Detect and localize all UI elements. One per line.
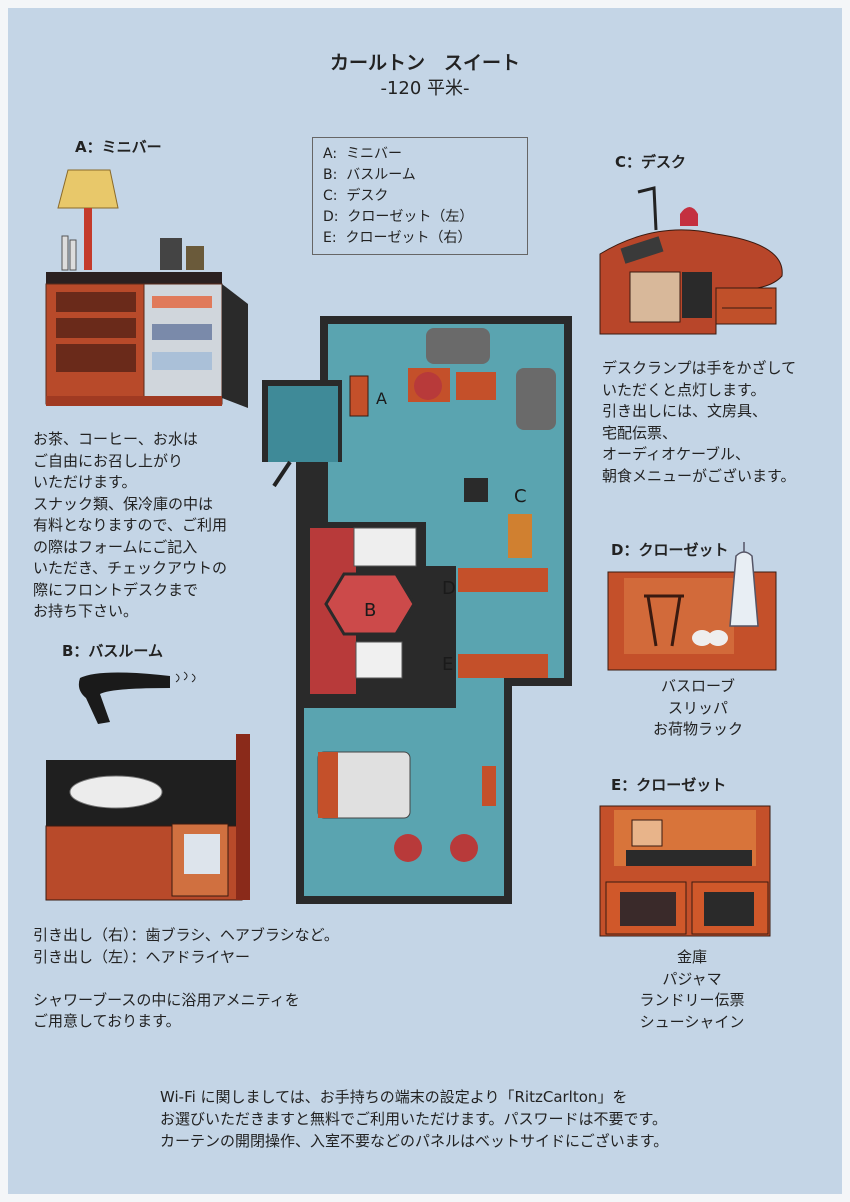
closet-right-heading: E：クローゼット <box>611 776 727 794</box>
legend-item-d: D: クローゼット（左） <box>323 209 474 225</box>
desk-line: 朝食メニューがございます。 <box>602 466 796 485</box>
footer-line: お選びいただきますと無料でご利用いただけます。パスワードは不要です。 <box>160 1110 668 1128</box>
desk-heading: C：デスク <box>615 153 687 171</box>
minibar-line: 有料となりますので、ご利用 <box>33 516 227 534</box>
closet-right-line: シューシャイン <box>639 1012 745 1031</box>
closet-left-line: バスローブ <box>660 677 736 695</box>
page-subtitle-area: -120 平米- <box>380 78 470 99</box>
minibar-line: いただけます。 <box>33 473 137 491</box>
page-title: カールトン スイート <box>329 52 520 74</box>
footer-line: カーテンの開閉操作、入室不要などのパネルはベットサイドにございます。 <box>160 1132 669 1150</box>
legend-item-b: B: バスルーム <box>323 167 416 183</box>
minibar-line: お持ち下さい。 <box>33 602 139 620</box>
minibar-text: お茶、コーヒー、お水はご自由にお召し上がりいただけます。スナック類、保冷庫の中は… <box>33 429 227 623</box>
minibar-line: 際にフロントデスクまで <box>33 580 199 599</box>
bathroom-line: ご用意しております。 <box>33 1012 181 1030</box>
bathroom-line: シャワーブースの中に浴用アメニティを <box>33 990 300 1009</box>
closet-left-line: スリッパ <box>667 698 728 717</box>
legend-item-e: E: クローゼット（右） <box>323 230 472 246</box>
desk-line: 引き出しには、文房具、 <box>602 402 768 420</box>
plan-label-e: E <box>442 654 453 675</box>
minibar-line: お茶、コーヒー、お水は <box>33 430 198 448</box>
bathroom-illustration <box>40 664 254 904</box>
desk-line: いただくと点灯します。 <box>602 380 766 399</box>
footer-text: Wi-Fi に関しましては、お手持ちの端末の設定より「RitzCarlton」を… <box>160 1086 668 1152</box>
bathroom-text: 引き出し（右）：歯ブラシ、ヘアブラシなど。引き出し（左）：ヘアドライヤーシャワー… <box>33 925 339 1033</box>
minibar-line: いただき、チェックアウトの <box>33 559 227 577</box>
bathroom-line: 引き出し（右）：歯ブラシ、ヘアブラシなど。 <box>33 926 339 944</box>
minibar-heading: A：ミニバー <box>75 138 162 156</box>
bathroom-heading: B：バスルーム <box>62 642 163 660</box>
minibar-line: ご自由にお召し上がり <box>33 451 184 470</box>
minibar-line: の際はフォームにご記入 <box>33 537 198 556</box>
desk-line: デスクランプは手をかざして <box>602 359 797 377</box>
closet-left-text: バスローブスリッパお荷物ラック <box>610 676 786 741</box>
plan-label-b: B <box>364 600 376 621</box>
legend-box: A: ミニバー B: バスルーム C: デスク D: クローゼット（左） E: … <box>312 137 528 255</box>
bathroom-line <box>33 968 339 990</box>
floor-plan: A B C D E <box>258 312 578 908</box>
closet-right-illustration <box>596 800 774 942</box>
closet-right-line: 金庫 <box>676 948 707 966</box>
plan-label-a: A <box>376 389 387 408</box>
legend-item-c: C: デスク <box>323 188 389 204</box>
closet-right-line: ランドリー伝票 <box>639 991 745 1009</box>
desk-illustration <box>596 184 786 340</box>
minibar-illustration <box>40 168 252 413</box>
closet-left-line: お荷物ラック <box>652 720 743 738</box>
minibar-line: スナック類、保冷庫の中は <box>33 494 214 513</box>
closet-right-line: パジャマ <box>662 969 722 988</box>
legend-item-a: A: ミニバー <box>323 146 402 162</box>
desk-line: オーディオケーブル、 <box>602 445 751 463</box>
desk-text: デスクランプは手をかざしていただくと点灯します。引き出しには、文房具、宅配伝票、… <box>602 358 796 487</box>
footer-line: Wi-Fi に関しましては、お手持ちの端末の設定より「RitzCarlton」を <box>160 1088 628 1106</box>
bathroom-line: 引き出し（左）：ヘアドライヤー <box>33 947 251 966</box>
closet-right-text: 金庫パジャマランドリー伝票シューシャイン <box>604 947 780 1033</box>
closet-left-illustration <box>604 538 780 672</box>
plan-label-c: C <box>514 486 527 507</box>
closet-left-heading: D：クローゼット <box>611 541 729 559</box>
plan-label-d: D <box>442 578 456 599</box>
desk-line: 宅配伝票、 <box>602 423 678 442</box>
